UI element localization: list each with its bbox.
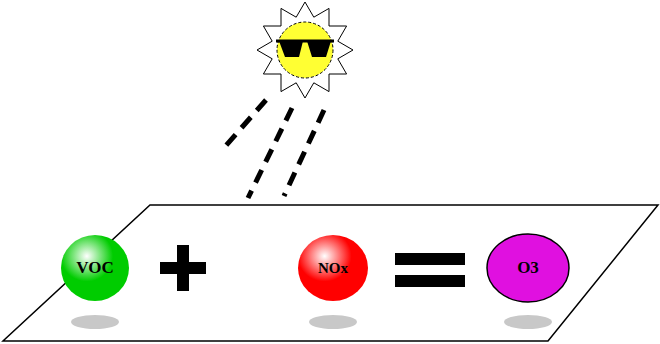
- sunlight-ray: [284, 110, 324, 196]
- equals-bar: [395, 253, 465, 265]
- sunglass-lens: [307, 41, 331, 57]
- equals-symbol: [395, 253, 465, 287]
- equals-bar: [395, 275, 465, 287]
- molecule-label: O3: [517, 258, 539, 278]
- sunlight-ray: [248, 108, 292, 198]
- molecule-sphere: NOx: [297, 234, 369, 302]
- sunlight-ray: [222, 100, 266, 150]
- sphere-body: [298, 235, 368, 301]
- sunglass-bridge: [276, 40, 334, 43]
- ground-plane: [3, 205, 658, 341]
- sun-disc: [277, 22, 333, 78]
- sphere-shadow: [504, 315, 552, 329]
- molecule-sphere: VOC: [60, 234, 130, 302]
- molecule-label: VOC: [76, 258, 113, 278]
- plus-bar: [177, 245, 189, 291]
- sun-icon: [257, 2, 353, 98]
- molecule-sphere: O3: [486, 233, 570, 303]
- plus-symbol: [160, 245, 206, 291]
- sun-rays-outline: [257, 2, 353, 98]
- sphere-body: [487, 234, 569, 302]
- sphere-shadow: [71, 315, 119, 329]
- sunglass-lens: [279, 41, 303, 57]
- sphere-shadow: [309, 315, 357, 329]
- sunlight-rays: [222, 100, 324, 198]
- sphere-body: [61, 235, 129, 301]
- molecule-label: NOx: [318, 260, 348, 277]
